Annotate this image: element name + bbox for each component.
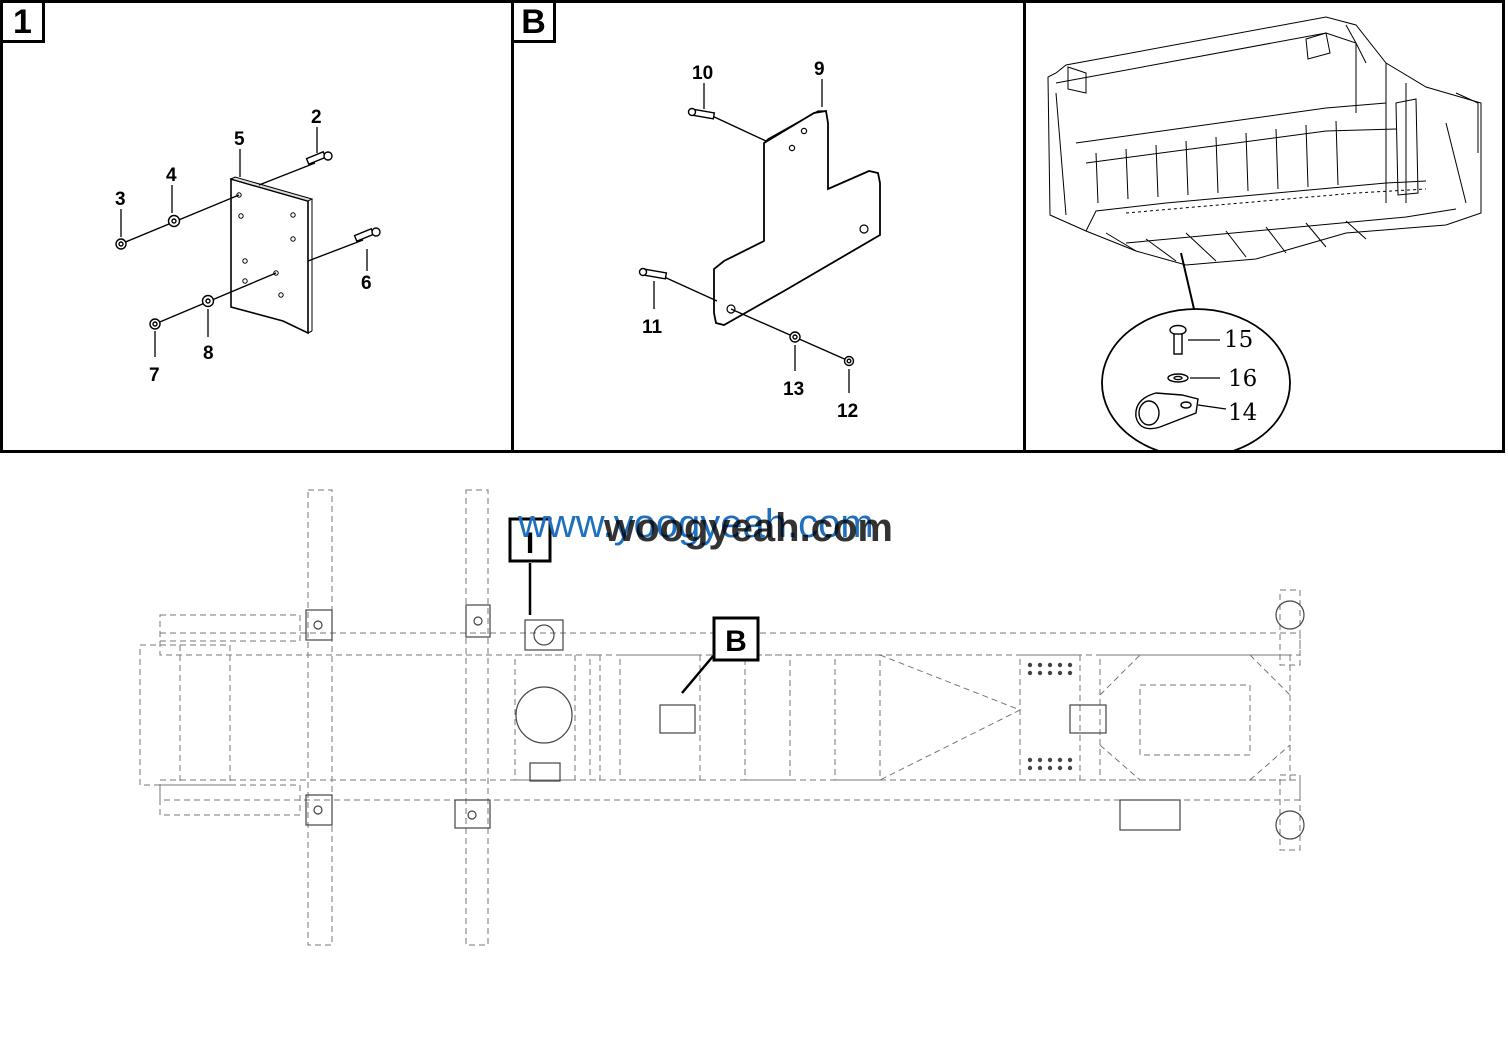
bolt-part-2	[305, 150, 327, 166]
screw-part-15	[1169, 324, 1187, 336]
callout-15: 15	[1224, 327, 1253, 353]
bolt-part-11	[642, 268, 668, 280]
panel-1-plate-assembly: 1	[0, 0, 514, 453]
bracket-part-9	[713, 109, 881, 326]
callout-10: 10	[692, 63, 713, 84]
chassis-top-view: I B	[139, 489, 1305, 946]
panel-tag: 1	[3, 3, 45, 43]
bolt-rows	[1027, 662, 1073, 771]
chassis-details	[305, 600, 1305, 840]
callout-5: 5	[234, 129, 245, 150]
callout-9: 9	[814, 59, 825, 80]
marker-b-leader	[681, 654, 715, 694]
callout-13: 13	[783, 379, 804, 400]
panel-3-clamp-detail: 15 16 14	[1023, 0, 1505, 453]
callout-16: 16	[1228, 366, 1257, 392]
callout-4: 4	[166, 165, 177, 186]
watermark-back: woogyeah.com	[604, 506, 893, 550]
bracket-assembly-drawing: 9 10 11 12 13	[638, 59, 881, 422]
detail-circle	[1101, 308, 1291, 450]
watermark-front: www.yoogyeah.com	[518, 502, 874, 546]
callout-7: 7	[149, 365, 160, 386]
chassis-frame	[139, 489, 1301, 946]
marker-i-label: I	[526, 527, 534, 560]
detail-leader	[1180, 252, 1195, 310]
bolt-part-6	[353, 227, 375, 243]
callout-12: 12	[837, 401, 858, 422]
callout-3: 3	[115, 189, 126, 210]
plate-assembly-drawing: 2 3 4 5 6 7 8	[115, 107, 381, 386]
dump-body-drawing: 15 16 14	[1047, 16, 1482, 450]
plate-part-5	[230, 177, 309, 335]
marker-i-box	[508, 517, 552, 563]
marker-b-box	[712, 616, 760, 662]
callout-6: 6	[361, 273, 372, 294]
callout-8: 8	[203, 343, 214, 364]
callout-2: 2	[311, 107, 322, 128]
marker-b-label: B	[725, 625, 747, 658]
callout-11: 11	[642, 317, 663, 338]
dump-body	[1047, 16, 1482, 266]
panel-b-bracket-assembly: B 9 10 11 12 13	[511, 0, 1026, 453]
panel-tag: B	[514, 3, 556, 43]
callout-14: 14	[1228, 400, 1257, 426]
